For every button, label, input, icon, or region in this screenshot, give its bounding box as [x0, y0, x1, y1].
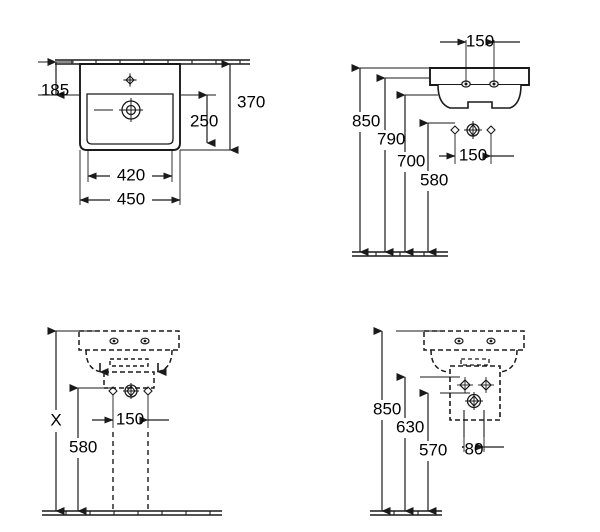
dim-580-tr: 580	[416, 119, 462, 256]
tap-holes-hidden-br	[454, 337, 496, 345]
tap-holes-hidden-bl	[109, 337, 150, 345]
basin-rim-side	[429, 67, 530, 86]
plan-view: 185 370 250 420 450	[38, 58, 265, 210]
dim-370-label: 370	[237, 92, 265, 111]
supply-riser-lines-br	[463, 410, 485, 437]
dim-580-bl: 580	[66, 384, 112, 515]
dim-700-label: 700	[397, 151, 425, 170]
dim-250: 250	[190, 91, 218, 147]
front-elevation-trap-view: 150 X 580	[42, 327, 222, 516]
dim-150-top-label: 150	[466, 31, 494, 50]
tap-hole-marker-plan	[123, 73, 137, 87]
dim-150-lower: 150	[432, 145, 514, 164]
pedestal-direction-arrows-bl	[99, 363, 167, 376]
front-elevation-pedestal-view: 80 850 630 570	[370, 327, 525, 516]
side-section-view: 150 150	[348, 31, 530, 257]
basin-outline-hidden-br	[423, 330, 525, 351]
dim-x-label: X	[50, 410, 61, 429]
dim-420-label: 420	[117, 165, 145, 184]
dim-580-bl-label: 580	[69, 437, 97, 456]
dim-850-br: 850	[370, 327, 416, 515]
dim-250-label: 250	[190, 111, 218, 130]
dim-150-bl: 150	[92, 409, 169, 428]
dim-630-label: 630	[396, 417, 424, 436]
basin-outline-hidden-bl	[78, 330, 180, 351]
dim-370: 370	[221, 60, 265, 154]
dim-790-label: 790	[377, 129, 405, 148]
connection-holes-bl	[108, 383, 153, 399]
dim-850-label: 850	[352, 111, 380, 130]
dim-185-label: 185	[41, 80, 69, 99]
pedestal-column-hidden-br	[449, 365, 501, 421]
side-extension-lines-top	[465, 40, 495, 82]
trap-box-hidden-bl	[109, 358, 149, 367]
connection-holes-side	[450, 121, 496, 139]
dim-580-tr-label: 580	[420, 170, 448, 189]
dim-850-br-label: 850	[373, 399, 401, 418]
dim-450: 450	[79, 189, 181, 210]
dim-80-label: 80	[465, 439, 484, 458]
connection-holes-br	[457, 377, 494, 410]
dim-450-label: 450	[117, 189, 145, 208]
dim-x: X	[46, 327, 68, 515]
dim-150-lower-label: 150	[459, 145, 487, 164]
dim-570-label: 570	[419, 440, 447, 459]
pedestal-flare-hidden-br	[430, 349, 518, 373]
waste-outlet-marker-plan	[119, 98, 143, 122]
dim-420: 420	[87, 165, 173, 186]
dim-150-bl-label: 150	[116, 409, 144, 428]
trap-box-hidden-br	[460, 358, 490, 366]
dim-150-top: 150	[440, 31, 520, 50]
supply-riser-lines-bl	[112, 432, 149, 511]
dim-570: 570	[416, 389, 462, 515]
dim-185: 185	[41, 58, 69, 99]
basin-underbody-side	[437, 84, 522, 109]
